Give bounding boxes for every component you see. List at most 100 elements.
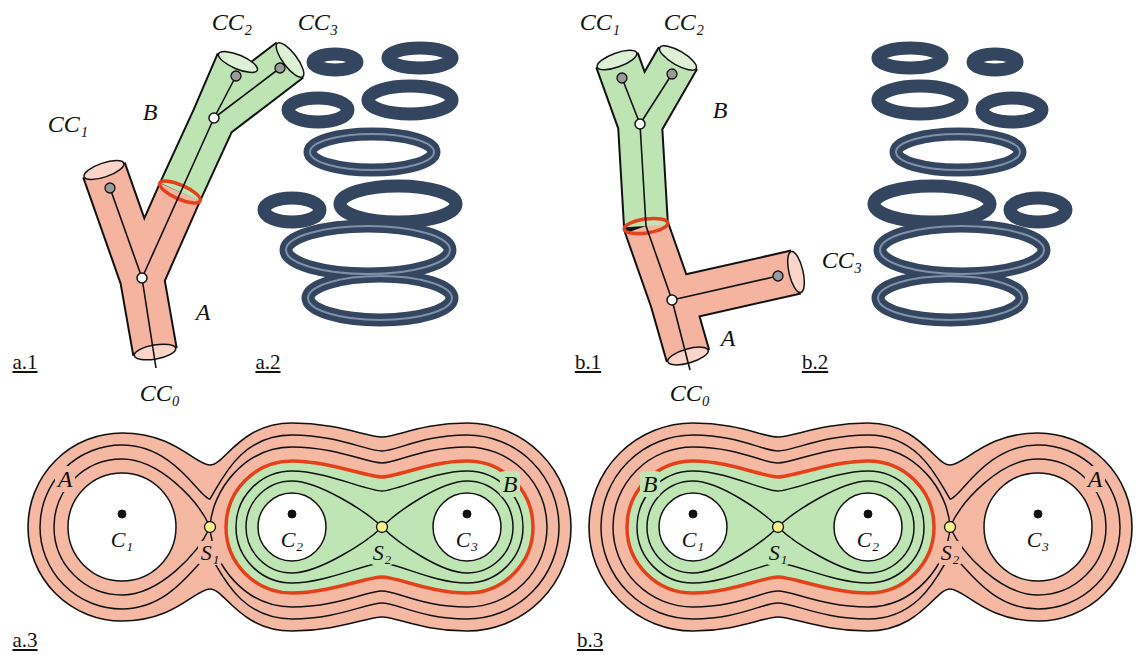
pants-label: B [143,100,158,124]
vertex-dot [635,119,645,129]
critical-level-curve [54,459,210,595]
region-label: B [640,471,661,497]
ribbon-surface [308,276,452,320]
ribbon-surface [286,226,450,274]
panel-label: b.1 [575,352,601,373]
leaf-dot [275,63,285,73]
boundary-circle-label: CC₁ [580,10,620,34]
saddle-point-label: S₂ [938,541,963,565]
critical-level-curve [246,481,382,573]
leaf-dot [667,69,677,79]
saddle-point [945,522,956,533]
region-b: B [627,461,934,593]
leaf-dot [773,271,783,281]
region-shape [627,461,934,593]
level-curve [236,471,523,583]
panel-label: b.3 [577,630,603,651]
critical-point [689,510,697,518]
ribbon-surface [313,54,357,70]
boundary-circle-label: CC₃ [822,248,862,272]
region-shape [226,461,533,593]
leaf-dot [617,73,627,83]
critical-point-label: C₁ [111,529,133,551]
region-shape [28,423,571,631]
pants-label: B [713,98,728,122]
boundary-circle-label: CC₃ [298,10,338,34]
boundary-opening [595,46,639,74]
cut-curve [226,461,533,593]
region-b: B [226,461,533,593]
boundary-circle-label: CC₁ [48,112,88,136]
critical-point [288,510,296,518]
region-label: B [500,471,521,497]
critical-level-curve [647,481,778,573]
ribbon-surface [368,86,452,114]
ribbon-surface [264,48,456,320]
leaf-dot [231,71,241,81]
ribbon-surface [286,134,452,320]
critical-level-curve [778,481,914,573]
critical-point [1034,510,1042,518]
region-boundary [589,423,1132,631]
critical-level-curve [382,481,513,573]
removed-disc [433,493,501,561]
ribbon-surface [264,198,320,222]
tube-outline [617,58,796,356]
saddle-point-label: S₁ [766,541,791,565]
removed-disc [68,473,176,581]
pants-tree [595,41,808,370]
region-shape [589,423,1132,631]
boundary-circle-label: CC₂ [212,10,252,34]
region-label: A [55,466,76,492]
ribbon-surface [286,226,450,274]
removed-disc [834,493,902,561]
boundary-circle-label: CC₂ [664,10,704,34]
pants-label: A [196,300,211,324]
region-a: BA [589,423,1132,631]
pants-b [180,60,290,192]
critical-point [118,510,126,518]
level-curve [637,471,924,583]
boundary-opening [82,157,126,184]
panel-label: a.1 [12,352,37,373]
vertex-dot [667,295,677,305]
critical-level-curve [613,447,950,607]
tree-skeleton [622,74,778,370]
level-curve [601,435,1120,619]
critical-point-label: C₁ [682,529,704,551]
vertex-dot [209,113,219,123]
region-a: BA [28,423,571,631]
level-curve [40,435,559,619]
saddle-point-label: S₂ [370,541,395,565]
tree-skeleton [110,68,280,368]
critical-point [864,510,872,518]
removed-disc [659,493,727,561]
removed-disc [258,493,326,561]
critical-level-curve [950,459,1106,595]
region-label: A [1085,466,1106,492]
ribbon-surface [310,134,434,170]
critical-point-label: C₃ [456,529,478,551]
saddle-point-label: S₁ [198,541,223,565]
critical-level-curve [210,447,547,607]
pants-b [617,58,678,226]
boundary-opening [272,39,308,81]
panel-label: a.3 [12,630,37,651]
critical-point [463,510,471,518]
pants-a [104,170,180,352]
critical-point-label: C₃ [1027,529,1049,551]
region-boundary [28,423,571,631]
cut-curve [627,461,934,593]
saddle-point [773,522,784,533]
critical-point-label: C₂ [281,529,303,551]
boundary-opening [656,41,699,74]
ribbon-surface [388,48,452,68]
panel-label: a.2 [255,352,280,373]
ribbon-surface [308,276,452,320]
